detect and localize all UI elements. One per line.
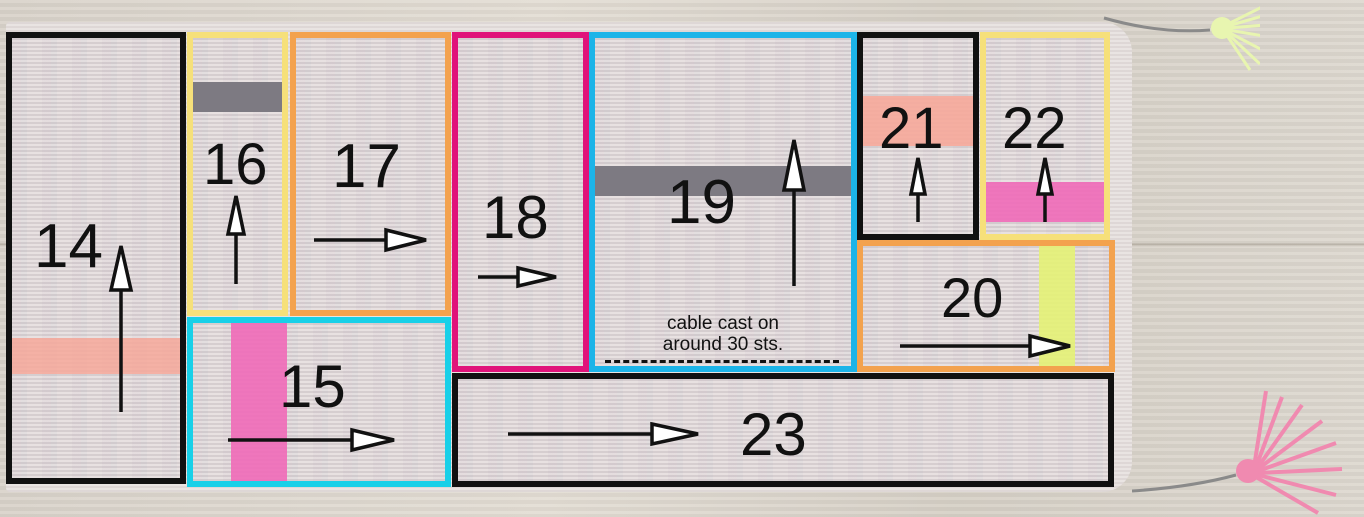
arrow-up-22 bbox=[1038, 158, 1052, 222]
arrow-up-14 bbox=[111, 246, 131, 412]
arrow-up-21 bbox=[911, 158, 925, 222]
arrow-right-15 bbox=[228, 430, 394, 450]
arrow-right-17 bbox=[314, 230, 426, 250]
arrow-up-16 bbox=[228, 196, 244, 284]
arrow-up-19 bbox=[784, 140, 804, 286]
arrow-right-23 bbox=[508, 424, 698, 444]
arrow-right-18 bbox=[478, 268, 556, 286]
arrow-right-20 bbox=[900, 336, 1070, 356]
